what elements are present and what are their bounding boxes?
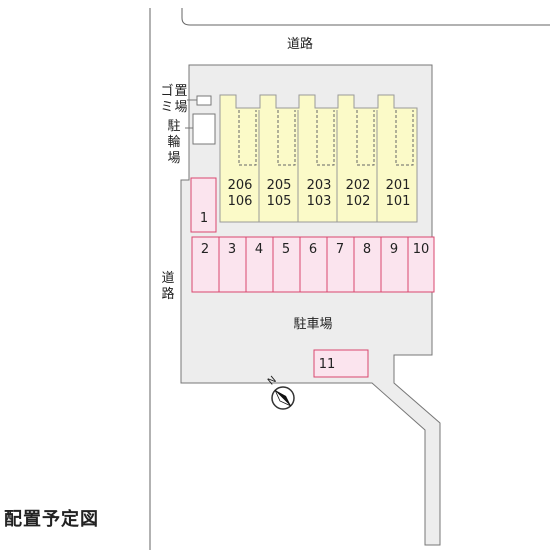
unit-lower-label: 106 bbox=[228, 194, 253, 209]
parking-number: 6 bbox=[309, 242, 317, 257]
vertical-label-char: 輪 bbox=[167, 134, 180, 150]
parking-space bbox=[299, 236, 328, 293]
map-caption: 配置予定図 bbox=[4, 509, 99, 530]
parking-number: 8 bbox=[363, 242, 371, 257]
vertical-label-char: 場 bbox=[174, 100, 187, 115]
parking-space bbox=[380, 236, 409, 293]
garbage-area-box bbox=[196, 95, 212, 106]
bicycle-parking-label: 駐輪場 bbox=[167, 119, 180, 166]
parking-number: 5 bbox=[282, 242, 290, 257]
road-label-left: 道路 bbox=[161, 271, 174, 302]
parking-number: 1 bbox=[200, 211, 208, 226]
unit-upper-label: 206 bbox=[228, 178, 253, 193]
vertical-label-char: 道 bbox=[161, 271, 174, 286]
unit-upper-label: 202 bbox=[346, 178, 371, 193]
stair-outlines bbox=[238, 110, 414, 166]
unit-lower-label: 103 bbox=[307, 194, 332, 209]
parking-number: 2 bbox=[201, 242, 209, 257]
parking-number: 9 bbox=[390, 242, 398, 257]
bicycle-parking-box bbox=[192, 113, 216, 145]
unit-upper-label: 201 bbox=[386, 178, 411, 193]
parking-space bbox=[313, 349, 369, 378]
parking-space bbox=[190, 177, 217, 233]
road-label-top: 道路 bbox=[287, 36, 313, 52]
unit-lower-label: 105 bbox=[267, 194, 292, 209]
vertical-label-char: 置 bbox=[174, 84, 187, 99]
parking-space bbox=[245, 236, 274, 293]
parking-space bbox=[191, 236, 220, 293]
vertical-label-char: 駐 bbox=[167, 119, 180, 134]
parking-number: 7 bbox=[336, 242, 344, 257]
unit-lower-label: 101 bbox=[386, 194, 411, 209]
vertical-label-char: ミ bbox=[160, 100, 173, 115]
parking-space bbox=[353, 236, 382, 293]
parking-number: 11 bbox=[319, 357, 336, 372]
unit-upper-label: 205 bbox=[267, 178, 292, 193]
road-edge-top bbox=[181, 8, 550, 26]
parking-number: 10 bbox=[413, 242, 430, 257]
parking-space bbox=[407, 236, 435, 293]
vertical-label-char: ゴ bbox=[160, 83, 173, 99]
vertical-label-char: 場 bbox=[167, 151, 180, 166]
parking-number: 4 bbox=[255, 242, 263, 257]
vertical-label-char: 路 bbox=[161, 286, 174, 302]
parking-space bbox=[272, 236, 301, 293]
unit-lower-label: 102 bbox=[346, 194, 371, 209]
apartment-building bbox=[219, 94, 418, 223]
unit-upper-label: 203 bbox=[307, 178, 332, 193]
parking-number: 3 bbox=[228, 242, 236, 257]
parking-space bbox=[218, 236, 247, 293]
parking-lot-label: 駐車場 bbox=[293, 317, 332, 332]
